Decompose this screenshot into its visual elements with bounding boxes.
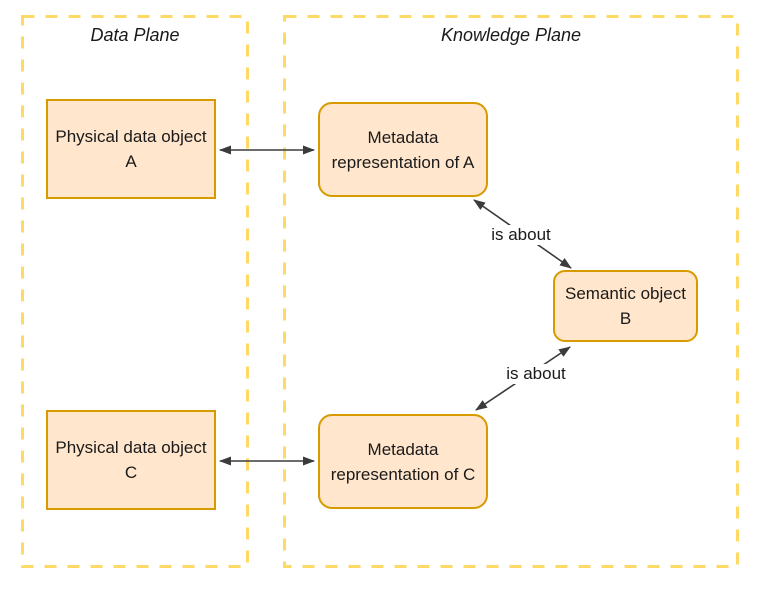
node-label-line: Metadata	[367, 127, 439, 147]
node-semantic-object-b: Semantic object B	[553, 270, 698, 342]
node-metadata-representation-c: Metadata representation of C	[318, 414, 488, 509]
node-label-line: representation of A	[331, 152, 475, 172]
node-physical-data-object-c: Physical data object C	[46, 410, 216, 510]
node-label-line: C	[124, 463, 138, 482]
node-metadata-representation-a: Metadata representation of A	[318, 102, 488, 197]
node-label-line: A	[125, 152, 137, 171]
node-label-line: Semantic object	[565, 284, 686, 303]
data-plane-label: Data Plane	[90, 25, 180, 45]
node-label-line: Metadata	[367, 439, 439, 459]
knowledge-plane-boundary	[283, 15, 739, 568]
knowledge-plane-label: Knowledge Plane	[440, 25, 582, 45]
edge-label-is-about-lower: is about	[503, 364, 569, 384]
node-label-line: representation of C	[330, 464, 476, 484]
data-plane-boundary	[21, 15, 249, 568]
node-label-line: B	[619, 309, 632, 328]
edge-label-is-about-upper: is about	[488, 225, 554, 245]
node-label-line: Physical data object	[55, 127, 207, 146]
node-physical-data-object-a: Physical data object A	[46, 99, 216, 199]
node-label-line: Physical data object	[55, 438, 207, 457]
